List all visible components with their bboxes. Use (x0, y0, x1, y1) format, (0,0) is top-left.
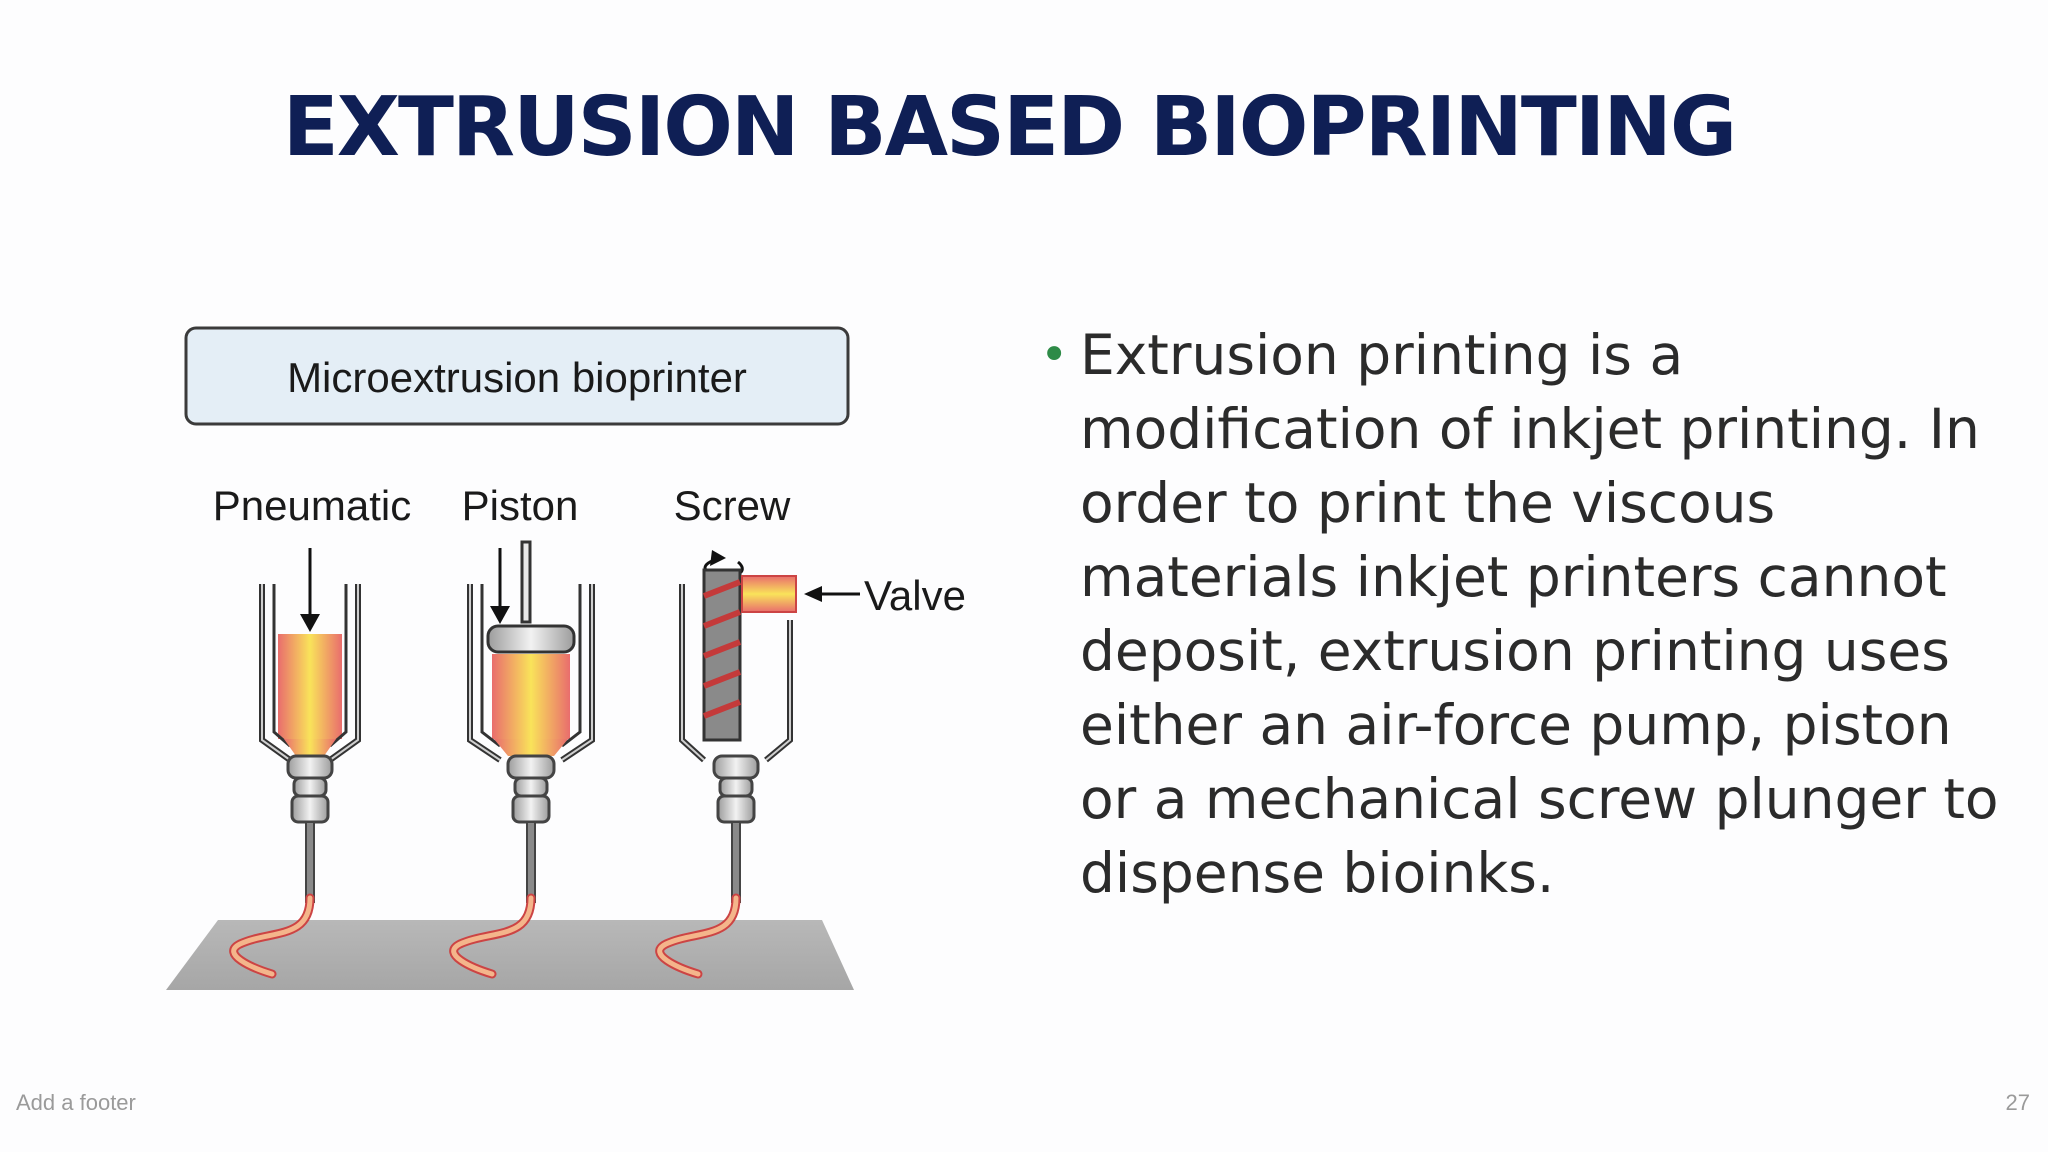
slide-title: EXTRUSION BASED BIOPRINTING (282, 80, 1737, 175)
microextrusion-diagram: Microextrusion bioprinter Pneumatic Pist… (166, 326, 966, 990)
diagram-header-label: Microextrusion bioprinter (287, 354, 747, 401)
label-piston: Piston (462, 482, 579, 529)
label-screw: Screw (674, 482, 791, 529)
bullet-item: • Extrusion printing is a modification o… (1040, 318, 2020, 910)
slide-number: 27 (2005, 1090, 2030, 1115)
label-pneumatic: Pneumatic (213, 482, 411, 529)
diagram-header-box (184, 326, 850, 426)
pneumatic-syringe (229, 548, 361, 979)
screw-syringe (655, 550, 797, 979)
bullet-dot-icon: • (1040, 327, 1069, 383)
bullet-list: • Extrusion printing is a modification o… (1040, 318, 2020, 910)
bullet-text: Extrusion printing is a modification of … (1080, 323, 1999, 905)
piston-syringe (449, 540, 595, 979)
label-valve: Valve (864, 572, 966, 619)
footer-text[interactable]: Add a footer (16, 1090, 136, 1115)
